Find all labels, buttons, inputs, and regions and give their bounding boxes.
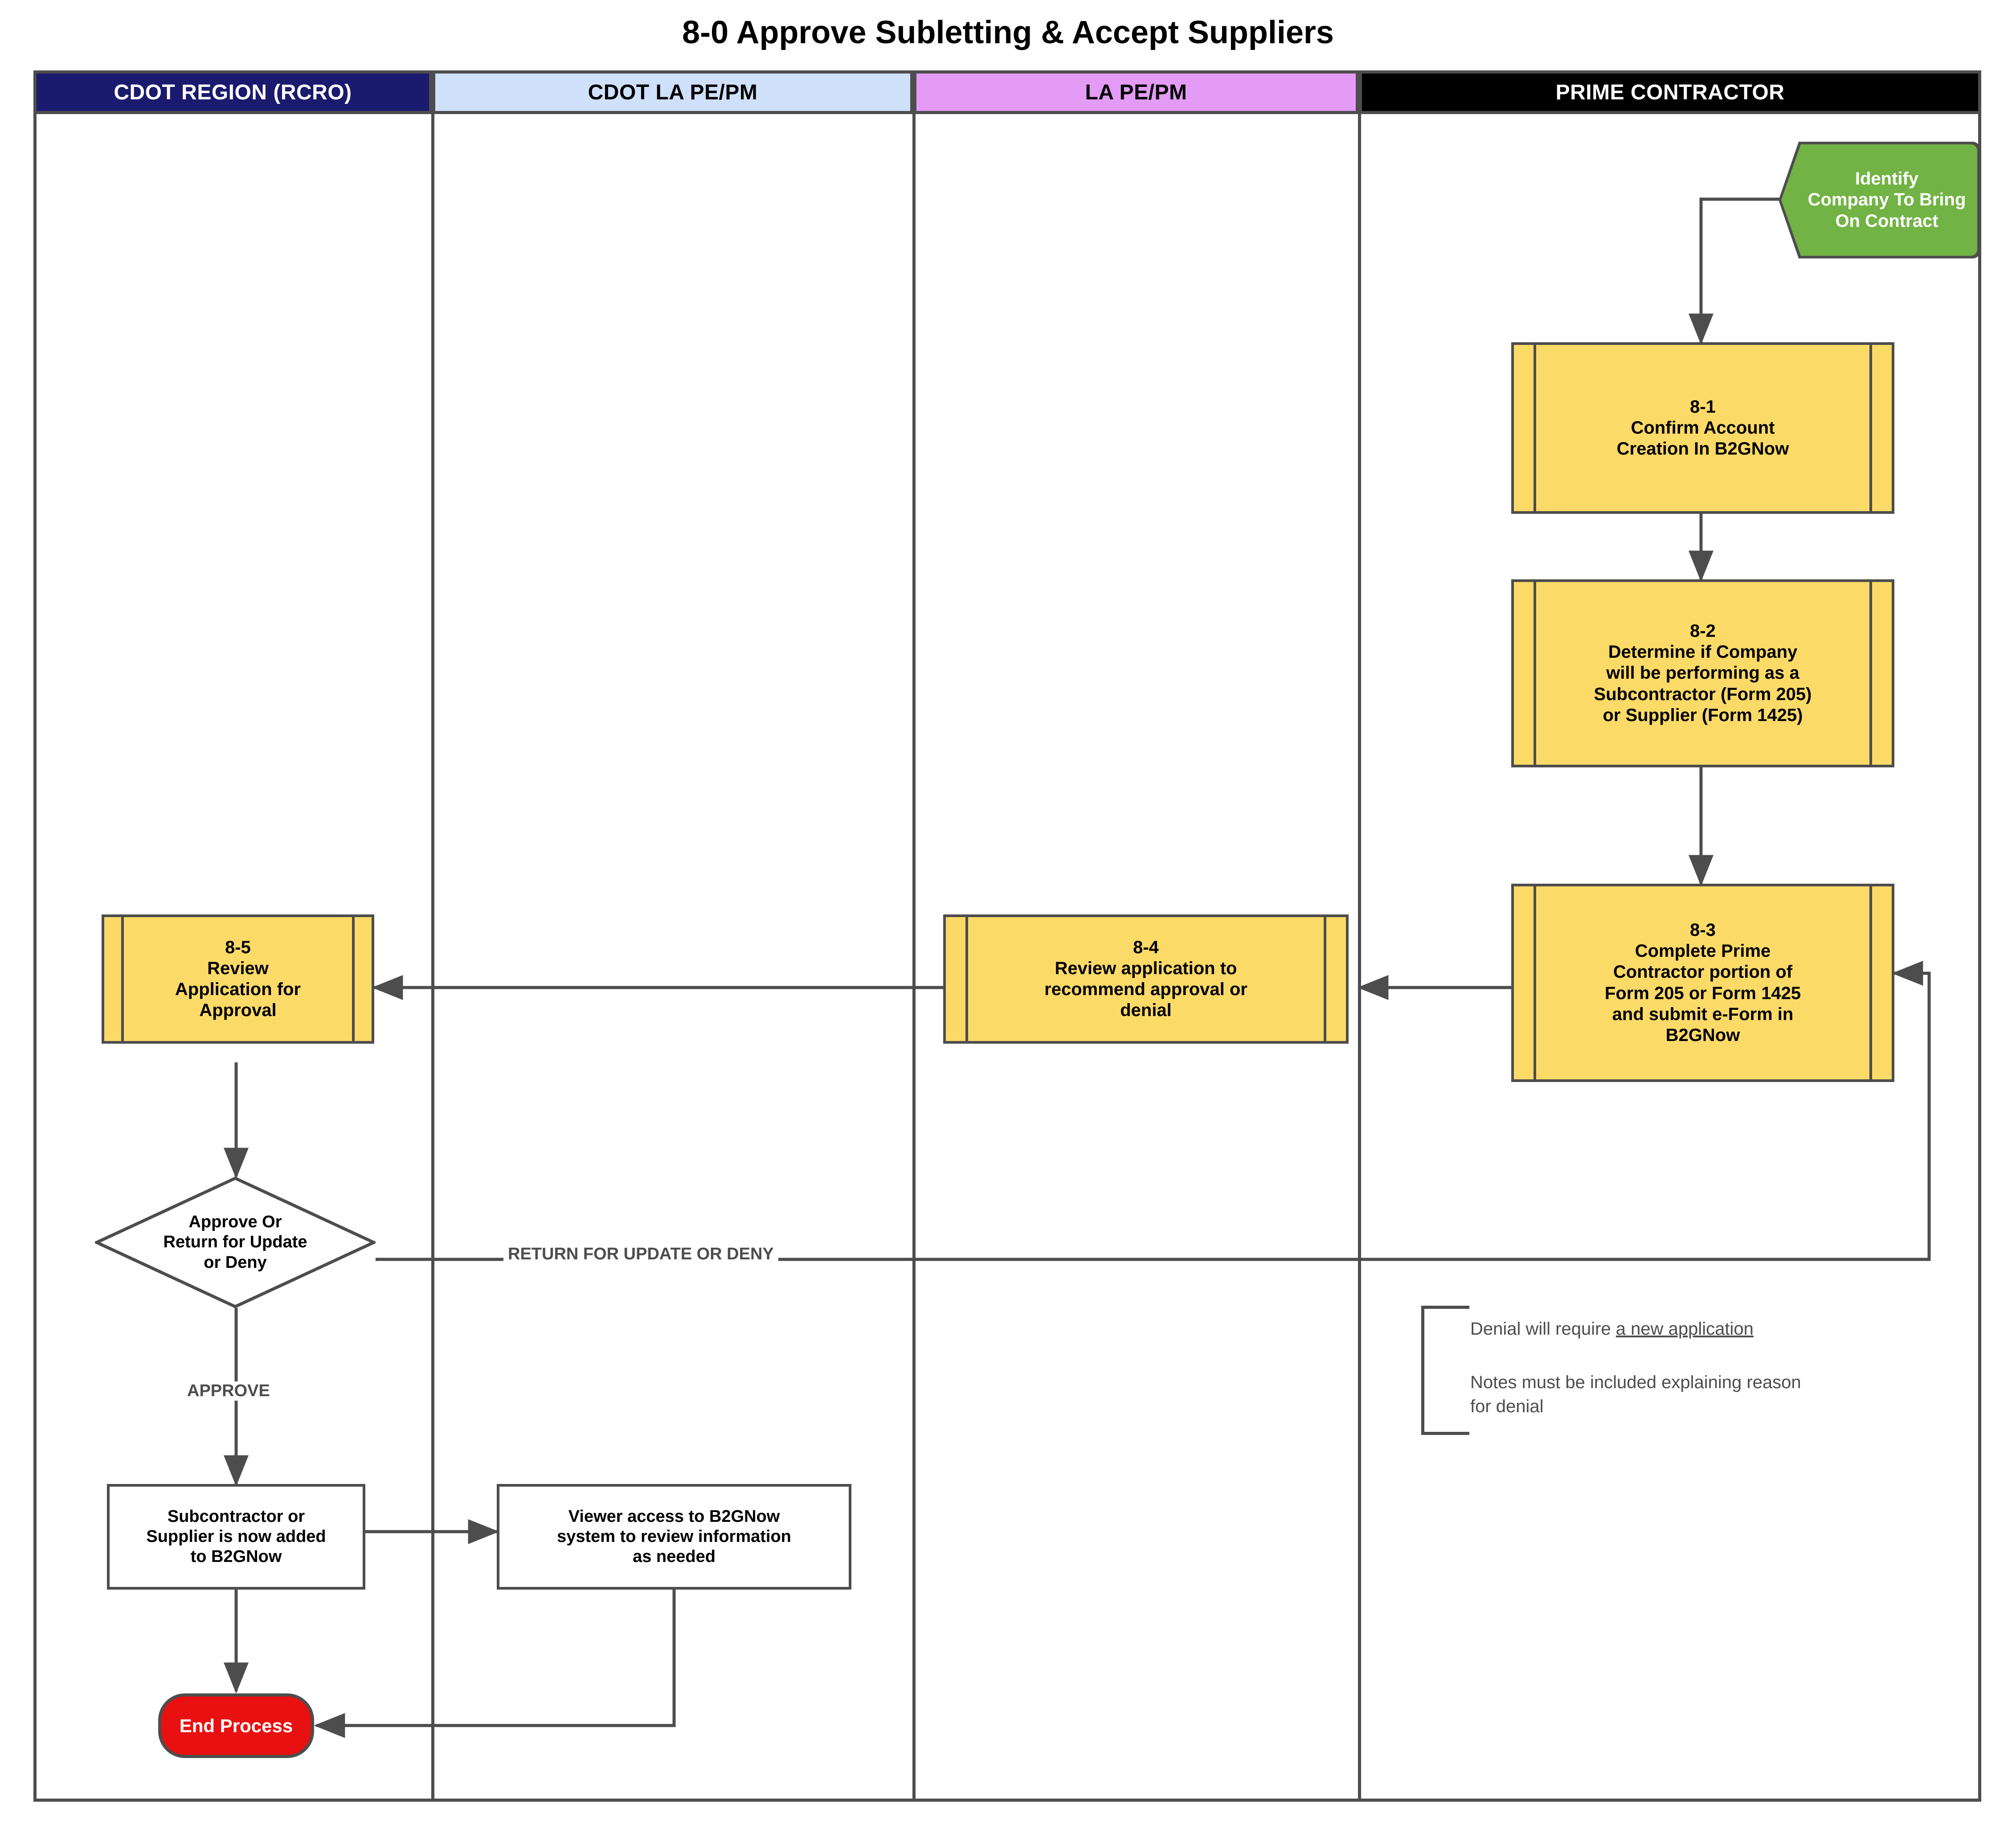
process-8-5[interactable]: 8-5 Review Application for Approval: [102, 914, 374, 1044]
box-subcontractor-added-line3: to B2GNow: [190, 1547, 282, 1566]
process-8-1-line2: Creation In B2GNow: [1616, 439, 1789, 459]
process-8-2[interactable]: 8-2 Determine if Company will be perform…: [1511, 579, 1894, 767]
lane-header-la-pe-pm: LA PE/PM: [913, 70, 1359, 114]
process-8-5-line3: Approval: [199, 1000, 277, 1021]
lane-divider-2: [912, 70, 916, 1802]
box-viewer-access-line1: Viewer access to B2GNow: [568, 1507, 780, 1526]
process-8-3[interactable]: 8-3 Complete Prime Contractor portion of…: [1511, 884, 1894, 1082]
box-subcontractor-added-line1: Subcontractor or: [167, 1507, 305, 1526]
process-8-4-line3: denial: [1120, 1000, 1172, 1021]
start-node-identify-company[interactable]: Identify Company To Bring On Contract: [1781, 144, 1977, 256]
start-node-line3: On Contract: [1835, 211, 1938, 231]
process-8-2-line3: Subcontractor (Form 205): [1594, 684, 1812, 704]
subprocess-bar-right: [1869, 345, 1872, 511]
process-8-4[interactable]: 8-4 Review application to recommend appr…: [943, 914, 1349, 1044]
subprocess-bar-right: [352, 917, 355, 1041]
process-8-3-line3: Form 205 or Form 1425: [1604, 983, 1801, 1003]
subprocess-bar-right: [1869, 886, 1872, 1079]
process-8-4-id: 8-4: [1133, 937, 1159, 957]
subprocess-bar-left: [965, 917, 968, 1041]
lane-header-prime-contractor: PRIME CONTRACTOR: [1359, 70, 1981, 114]
lane-header-label: CDOT REGION (RCRO): [114, 80, 352, 104]
page-title: 8-0 Approve Subletting & Accept Supplier…: [682, 15, 1334, 50]
process-8-3-id: 8-3: [1690, 920, 1716, 940]
subprocess-bar-left: [121, 917, 124, 1041]
process-8-3-line1: Complete Prime: [1635, 941, 1771, 961]
note-bracket: [1421, 1306, 1469, 1435]
process-8-5-line1: Review: [207, 958, 269, 978]
box-viewer-access-line3: as needed: [633, 1547, 716, 1566]
box-viewer-access[interactable]: Viewer access to B2GNow system to review…: [497, 1484, 851, 1590]
lane-divider-3: [1358, 70, 1361, 1802]
decision-line3: or Deny: [204, 1253, 267, 1272]
lane-divider-1: [431, 70, 434, 1802]
process-8-2-line4: or Supplier (Form 1425): [1603, 705, 1803, 725]
start-node-line1: Identify: [1855, 169, 1919, 189]
decision-line1: Approve Or: [188, 1212, 282, 1231]
process-8-4-line1: Review application to: [1055, 958, 1237, 978]
note2-line2: for denial: [1470, 1397, 1544, 1416]
process-8-3-line5: B2GNow: [1665, 1025, 1740, 1045]
process-8-3-line4: and submit e-Form in: [1612, 1004, 1794, 1024]
lane-header-label: CDOT LA PE/PM: [588, 80, 758, 104]
process-8-1-id: 8-1: [1690, 397, 1716, 417]
process-8-2-id: 8-2: [1690, 621, 1716, 641]
subprocess-bar-left: [1533, 886, 1536, 1079]
note1-underlined: a new application: [1615, 1319, 1754, 1339]
box-subcontractor-added[interactable]: Subcontractor or Supplier is now added t…: [107, 1484, 365, 1590]
lane-header-cdot-la-pe-pm: CDOT LA PE/PM: [432, 70, 913, 114]
box-subcontractor-added-line2: Supplier is now added: [146, 1527, 326, 1546]
note1-prefix: Denial will require: [1470, 1319, 1616, 1339]
process-8-1-line1: Confirm Account: [1631, 418, 1775, 438]
process-8-4-line2: recommend approval or: [1044, 980, 1247, 999]
start-node-line2: Company To Bring: [1807, 190, 1966, 210]
note2-line1: Notes must be included explaining reason: [1470, 1373, 1801, 1392]
subprocess-bar-left: [1533, 582, 1536, 765]
process-8-5-line2: Application for: [175, 980, 301, 999]
process-8-5-id: 8-5: [225, 937, 251, 957]
note-denial-reason-required: Notes must be included explaining reason…: [1470, 1370, 1960, 1418]
lane-header-cdot-region: CDOT REGION (RCRO): [33, 70, 432, 114]
decision-approve-or-return[interactable]: Approve Or Return for Update or Deny: [95, 1176, 376, 1308]
note-denial-new-application: Denial will require a new application: [1470, 1317, 1942, 1341]
subprocess-bar-left: [1533, 345, 1536, 511]
box-viewer-access-line2: system to review information: [557, 1527, 791, 1546]
end-process-node[interactable]: End Process: [158, 1693, 314, 1758]
subprocess-bar-right: [1869, 582, 1872, 765]
process-8-2-line2: will be performing as a: [1606, 663, 1799, 683]
process-8-1[interactable]: 8-1 Confirm Account Creation In B2GNow: [1511, 342, 1894, 514]
lane-header-label: PRIME CONTRACTOR: [1555, 80, 1785, 104]
lane-header-label: LA PE/PM: [1085, 80, 1187, 104]
process-8-3-line2: Contractor portion of: [1613, 962, 1793, 982]
edge-label-approve: APPROVE: [183, 1381, 274, 1401]
decision-line2: Return for Update: [163, 1233, 307, 1252]
subprocess-bar-right: [1324, 917, 1326, 1041]
end-process-label: End Process: [179, 1715, 293, 1736]
edge-label-return-for-update-or-deny: RETURN FOR UPDATE OR DENY: [503, 1245, 778, 1264]
process-8-2-line1: Determine if Company: [1608, 642, 1798, 662]
